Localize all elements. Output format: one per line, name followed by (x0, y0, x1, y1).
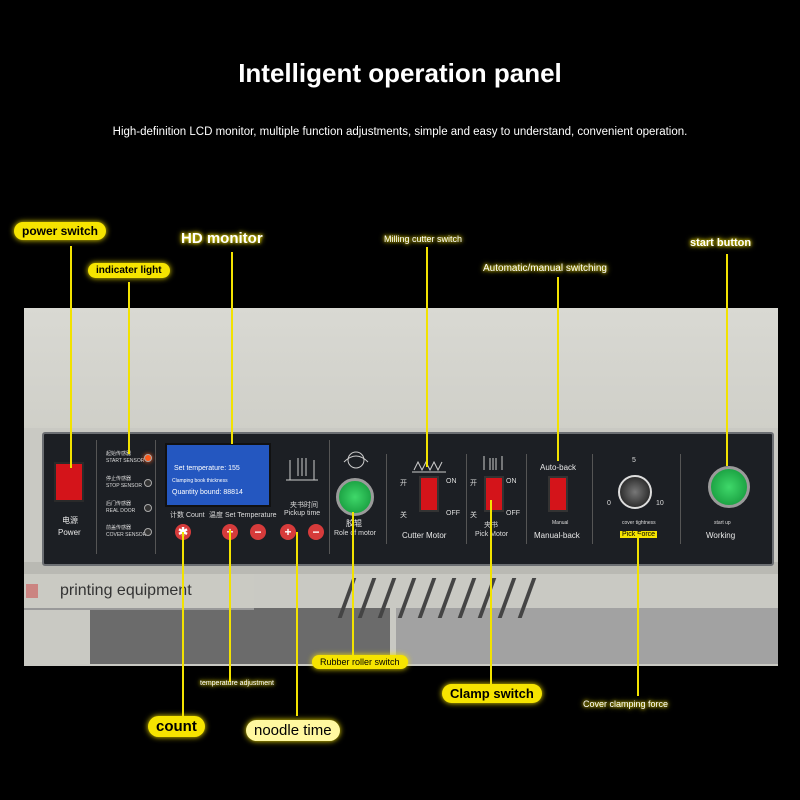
leader-line (490, 500, 492, 684)
clamp-switch[interactable] (484, 476, 504, 512)
sensor-label: START SENSOR (106, 458, 145, 464)
sensor-label-cn: 起始传感器 (106, 451, 132, 457)
pickup-time-label-cn: 夹书时间 (290, 502, 318, 509)
power-label: Power (58, 528, 81, 537)
panel-divider (592, 454, 593, 544)
page-title: Intelligent operation panel (238, 58, 562, 88)
callout-auto-manual-switching: Automatic/manual switching (483, 263, 607, 274)
callout-rubber-roller-switch: Rubber roller switch (312, 655, 408, 669)
callout-cover-clamping-force: Cover clamping force (583, 699, 669, 709)
cutter-off-label: OFF (446, 510, 460, 517)
hd-lcd-monitor (165, 443, 271, 507)
sensor-label-cn: 后门传感器 (106, 501, 132, 507)
panel-divider (329, 440, 330, 554)
leader-line (229, 530, 231, 682)
clamp-icon (483, 456, 503, 470)
base-nameplate (24, 574, 254, 610)
leader-line (426, 247, 428, 467)
pick-off-label: OFF (506, 510, 520, 517)
lcd-clamping-thickness: Clamping book thickness (172, 478, 228, 484)
leader-line (637, 534, 639, 696)
cover-sensor-indicator-light (144, 528, 152, 536)
milling-cutter-icon (412, 460, 446, 473)
roller-icon (343, 451, 369, 469)
power-switch[interactable] (54, 462, 84, 502)
base-nameplate-text: printing equipment (60, 582, 192, 599)
cover-clamping-force-knob[interactable] (618, 475, 652, 509)
temperature-decrease-button[interactable]: − (250, 524, 266, 540)
sensor-label-cn: 前盖传感器 (106, 525, 132, 531)
auto-back-label: Auto-back (540, 463, 577, 472)
leader-line (231, 252, 233, 444)
knob-tick-10: 10 (656, 500, 664, 507)
sensor-label-cn: 停止传感器 (106, 476, 132, 482)
milling-cutter-switch[interactable] (419, 476, 439, 512)
knob-tick-0: 0 (607, 500, 611, 507)
page-subtitle: High-definition LCD monitor, multiple fu… (112, 126, 688, 138)
leader-line (70, 246, 72, 468)
callout-hd-monitor: HD monitor (181, 230, 263, 247)
pickup-time-label: Pickup time (284, 510, 321, 517)
lcd-quantity-bound: Quantity bound: 88814 (172, 489, 243, 496)
manual-small-label: Manual (552, 520, 569, 526)
roller-label: Role of motor (334, 530, 377, 537)
cutter-motor-label: Cutter Motor (402, 531, 447, 540)
panel-divider (96, 440, 97, 554)
count-label: 计数 Count (170, 512, 205, 519)
callout-temperature-adjustment: temperature adjustment (200, 680, 274, 687)
stop-sensor-indicator-light (144, 479, 152, 487)
callout-noodle-time: noodle time (246, 720, 340, 741)
sensor-label: COVER SENSOR (106, 532, 147, 538)
cutter-on-label: ON (446, 478, 457, 485)
rubber-roller-switch-button[interactable] (336, 478, 374, 516)
start-sensor-indicator-light (144, 454, 152, 462)
machine-top-cover (24, 308, 778, 430)
cutter-on-label-cn: 开 (400, 480, 407, 487)
leader-line (182, 532, 184, 716)
working-label: Working (706, 531, 736, 540)
panel-divider (680, 454, 681, 544)
callout-power-switch: power switch (14, 222, 107, 240)
leader-line (352, 512, 354, 656)
lcd-set-temperature: Set temperature: 155 (174, 465, 240, 472)
pick-off-label-cn: 关 (470, 512, 477, 519)
sensor-label: STOP SENSOR (106, 483, 142, 489)
panel-divider (155, 440, 156, 554)
pick-on-label: ON (506, 478, 517, 485)
pickup-time-decrease-button[interactable]: − (308, 524, 324, 540)
callout-count: count (148, 716, 205, 737)
callout-indicator-light: indicater light (88, 263, 170, 278)
start-button[interactable] (708, 466, 750, 508)
leader-line (557, 277, 559, 461)
callout-clamp-switch: Clamp switch (442, 684, 542, 703)
panel-divider (466, 454, 467, 544)
temperature-label: 温度 Set Temperature (209, 512, 277, 519)
start-small-label: start up (714, 520, 731, 526)
leader-line (726, 254, 728, 466)
sensor-label: REAL DOOR (106, 508, 136, 514)
leader-line (296, 532, 298, 716)
leader-line (128, 282, 130, 454)
pickup-book-icon (286, 458, 318, 481)
cutter-off-label-cn: 关 (400, 512, 407, 519)
machine-lower-right-panel (396, 608, 778, 664)
pick-on-label-cn: 开 (470, 480, 477, 487)
knob-tick-5: 5 (632, 457, 636, 464)
manual-back-label: Manual-back (534, 531, 580, 540)
callout-milling-cutter-switch: Milling cutter switch (384, 234, 463, 244)
callout-start-button: start button (690, 237, 752, 249)
panel-divider (386, 454, 387, 544)
roller-label-cn: 胶辊 (346, 519, 362, 528)
panel-divider (526, 454, 527, 544)
control-panel (42, 432, 774, 566)
rear-door-indicator-light (144, 504, 152, 512)
cover-tightness-label: cover tightness (622, 520, 656, 526)
pickup-time-increase-button[interactable]: + (280, 524, 296, 540)
power-label-cn: 电源 (62, 516, 78, 525)
auto-manual-switch[interactable] (548, 476, 568, 512)
brand-logo-icon (26, 584, 38, 598)
